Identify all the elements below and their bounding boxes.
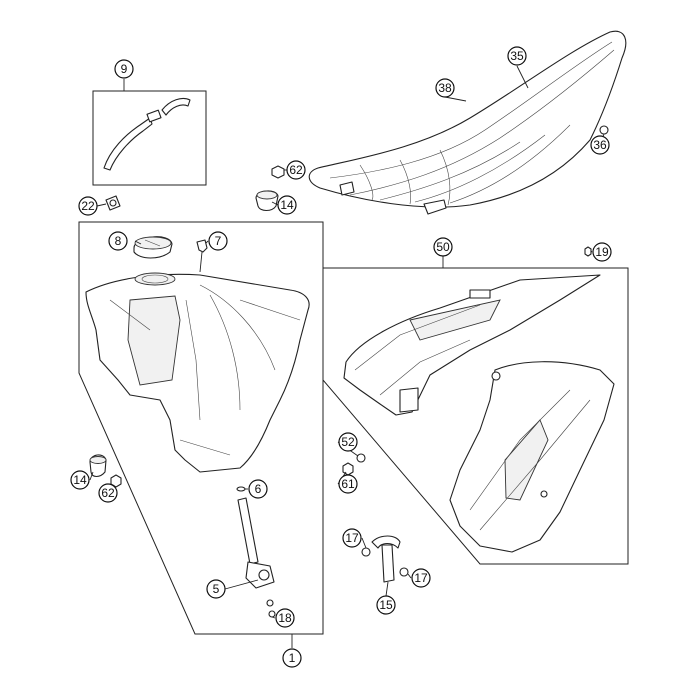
callout-label: 52 [341, 435, 355, 449]
fuel-hose-part-15 [371, 535, 401, 583]
fitting-part-22 [105, 195, 121, 211]
callout-35: 35 [507, 46, 527, 66]
callout-18: 18 [275, 608, 295, 628]
callout-label: 17 [414, 571, 428, 585]
callout-label: 15 [379, 598, 393, 612]
callout-label: 22 [81, 199, 95, 213]
callout-5: 5 [206, 579, 226, 599]
side-panel-group-frame [322, 267, 629, 565]
seat-part [308, 30, 627, 215]
hose-clamp-part-17-left [361, 547, 371, 557]
callout-61: 61 [338, 474, 358, 494]
callout-6: 6 [248, 479, 268, 499]
callout-52: 52 [338, 432, 358, 452]
callout-label: 35 [510, 49, 524, 63]
seat-screw-part-36 [599, 125, 609, 135]
callout-62-top: 62 [286, 160, 306, 180]
breather-hose-part [103, 97, 191, 171]
fuel-tank-group-frame [78, 221, 324, 635]
callout-1: 1 [282, 648, 302, 668]
callout-label: 1 [289, 651, 296, 665]
callout-38: 38 [435, 78, 455, 98]
vent-valve-part-7 [196, 239, 208, 273]
callout-label: 18 [278, 611, 292, 625]
callout-label: 61 [341, 477, 355, 491]
washer-part-52 [356, 453, 366, 463]
callout-15: 15 [376, 595, 396, 615]
callout-62-left: 62 [98, 483, 118, 503]
callout-label: 5 [213, 582, 220, 596]
leader-lines [89, 65, 605, 648]
callout-label: 9 [121, 62, 128, 76]
callout-label: 17 [345, 531, 359, 545]
screw-part-19 [584, 246, 592, 257]
nut-part-61 [342, 462, 354, 476]
callout-label: 50 [436, 240, 450, 254]
callout-label: 8 [115, 234, 122, 248]
callout-19: 19 [592, 242, 612, 262]
left-side-panel-part [343, 274, 601, 416]
fuel-cap-part-8 [133, 236, 173, 259]
bushing-part-14-top [255, 190, 279, 212]
callout-8: 8 [108, 231, 128, 251]
callout-36: 36 [590, 135, 610, 155]
callout-label: 14 [73, 473, 87, 487]
callout-label: 62 [289, 163, 303, 177]
fuel-tank-part [85, 272, 310, 473]
hose-clamp-part-17-right [399, 567, 409, 577]
callout-14-left: 14 [70, 470, 90, 490]
screw-part-18 [266, 599, 276, 618]
callout-label: 36 [593, 138, 607, 152]
callout-label: 6 [255, 482, 262, 496]
bushing-part-14-left [89, 454, 107, 478]
callout-7: 7 [208, 231, 228, 251]
callout-label: 7 [215, 234, 222, 248]
callout-17-left: 17 [342, 528, 362, 548]
breather-hose-group-frame [92, 90, 207, 186]
callout-14-top: 14 [277, 195, 297, 215]
callout-label: 19 [595, 245, 609, 259]
nut-part-62-top [271, 165, 285, 179]
callout-17-right: 17 [411, 568, 431, 588]
right-side-panel-part [449, 361, 615, 553]
callout-label: 38 [438, 81, 452, 95]
callout-50: 50 [433, 237, 453, 257]
callout-22: 22 [78, 196, 98, 216]
callout-label: 14 [280, 198, 294, 212]
callout-9: 9 [114, 59, 134, 79]
o-ring-part-6 [236, 486, 246, 492]
callout-label: 62 [101, 486, 115, 500]
fuel-tap-part-5 [237, 497, 275, 589]
